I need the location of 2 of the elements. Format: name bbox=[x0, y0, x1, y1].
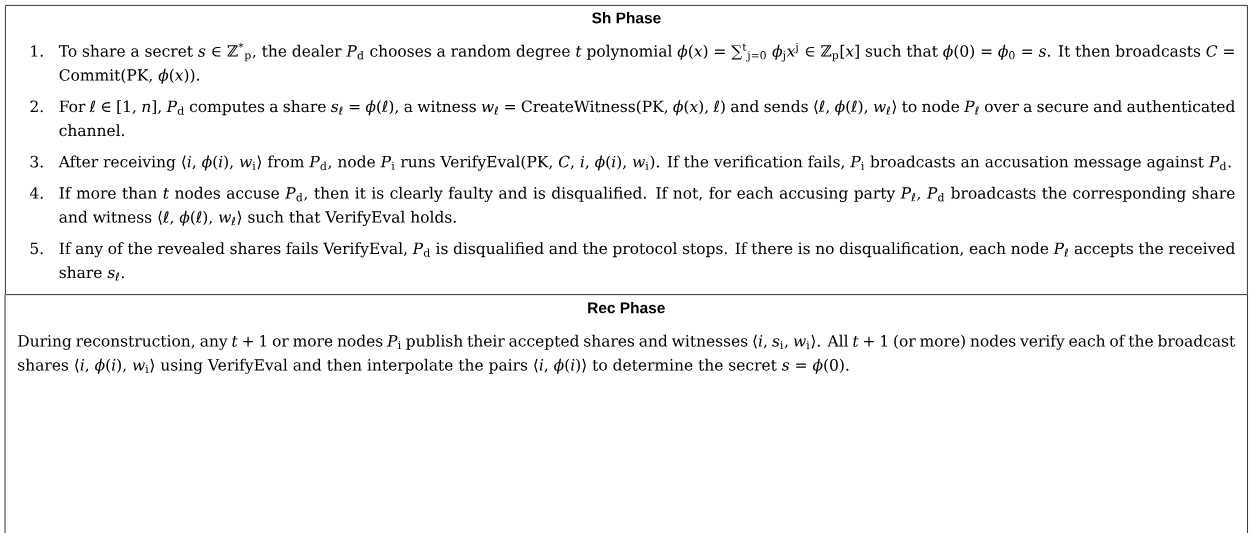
phase-panel: Sh Phase 1. To share a secret s ∈ ℤ$^{*}$$_{p}$, the dealer P$_{d}$ chooses a random degree t polynomial ϕ(x) = ∑$^{t}$$_{j=0}$ ϕ$_{j}$x$^{j}$ ∈ ℤ$_{p}$[x] such that ϕ(0) = ϕ$_{0}$ = s. It then broadcasts C = Commit(PK, ϕ(x)). 2. For ℓ ∈ [1, n], P$_{d}$ computes a share s$_{ℓ}$ = ϕ(ℓ), a witness w$_{ℓ}$ = CreateWitness(PK, ϕ(x), ℓ) and sends ⟨ℓ, ϕ(ℓ), w$_{ℓ}$⟩ to node P$_{ℓ}$ over a secure and authenticated channel. 3. After receiving ⟨i, ϕ(i), w$_{i}$⟩ from P$_{d}$, node P$_{i}$ runs VerifyEval(PK, C, i, ϕ(i), w$_{i}$). If the verification fails, P$_{i}$ broadcasts an accusation message against P$_{d}$. 4. If more than t nodes accuse P$_{d}$, then it is clearly faulty and is disqualified. If not, for each accusing party P$_{ℓ}$, P$_{d}$ broadcasts the corresponding share and witness ⟨ℓ, ϕ(ℓ), w$_{ℓ}$⟩ such that VerifyEval holds. 5. If any of the revealed shares fails VerifyEval, P$_{d}$ is disqualified and the protocol stops. If there is no disqualification, each node P$_{ℓ}$ accepts the received shares$_{ℓ}$. bbox=[5, 5, 1248, 295]
phase-panel: Rec Phase During reconstruction, any t + 1 or more nodes P$_{i}$ publish their accepted shares and witnesses ⟨i, s$_{i}$, w$_{i}$⟩. All t + 1 (or more) nodes verify each of the broadcast shares ⟨i, ϕ(i), w$_{i}$⟩ using VerifyEval and then interpolate the pairs ⟨i, ϕ(i)⟩ to determine the secret s = ϕ(0). bbox=[4, 294, 1248, 533]
